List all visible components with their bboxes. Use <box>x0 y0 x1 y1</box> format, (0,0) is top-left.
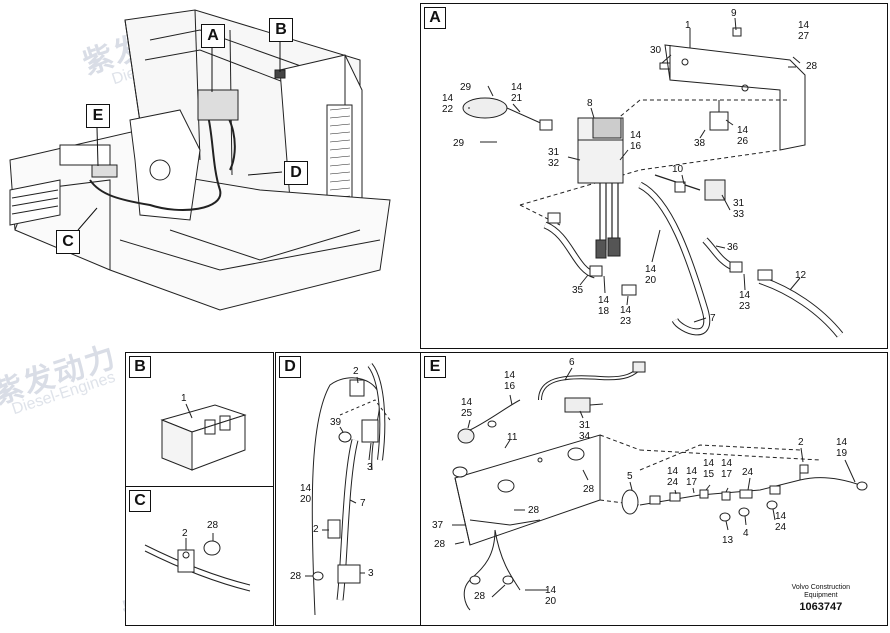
label-E-14-16: 14 16 <box>504 370 516 392</box>
panel-C-tag: C <box>129 490 151 512</box>
label-A-14-18: 14 18 <box>598 295 610 317</box>
brand-line-2: Equipment <box>804 592 838 599</box>
label-D-39: 39 <box>330 417 342 428</box>
label-E-24: 24 <box>742 467 754 478</box>
label-A-14-23b: 14 23 <box>739 290 751 312</box>
drawing-number: 1063747 <box>799 601 843 613</box>
callout-A[interactable]: A <box>201 24 225 48</box>
label-E-14-17a: 14 17 <box>686 466 698 488</box>
label-A-8: 8 <box>587 98 593 109</box>
label-A-14-21: 14 21 <box>511 82 523 104</box>
label-A-14-22: 14 22 <box>442 93 454 115</box>
label-A-35: 35 <box>572 285 584 296</box>
callout-D[interactable]: D <box>284 161 308 185</box>
callout-C[interactable]: C <box>56 230 80 254</box>
label-E-28b: 28 <box>434 539 446 550</box>
label-A-7: 7 <box>710 313 716 324</box>
label-E-14-19: 14 19 <box>836 437 848 459</box>
label-A-14-20: 14 20 <box>645 264 657 286</box>
label-A-14-26: 14 26 <box>737 125 749 147</box>
label-E-14-24b: 14 24 <box>775 511 787 533</box>
label-E-28d: 28 <box>474 591 486 602</box>
machine-overview-drawing <box>9 9 391 311</box>
label-C-28: 28 <box>207 520 219 531</box>
label-A-9: 9 <box>731 8 737 19</box>
label-E-6: 6 <box>569 357 575 368</box>
label-A-29b: 29 <box>453 138 465 149</box>
label-A-30: 30 <box>650 45 662 56</box>
label-C-2: 2 <box>182 528 188 539</box>
brand-line-1: Volvo Construction <box>791 584 850 591</box>
callout-B[interactable]: B <box>269 18 293 42</box>
label-A-38: 38 <box>694 138 706 149</box>
label-E-31-34: 31 34 <box>579 420 591 442</box>
label-E-11: 11 <box>507 432 518 443</box>
label-E-14-15: 14 15 <box>703 458 715 480</box>
label-E-13: 13 <box>722 535 734 546</box>
label-E-14-20: 14 20 <box>545 585 557 607</box>
panel-A: A <box>420 3 888 349</box>
label-E-14-24a: 14 24 <box>667 466 679 488</box>
label-A-10: 10 <box>672 164 684 175</box>
label-A-14-27: 14 27 <box>798 20 810 42</box>
label-D-28: 28 <box>290 571 302 582</box>
label-E-5: 5 <box>627 471 633 482</box>
label-D-7: 7 <box>360 498 366 509</box>
label-A-14-23a: 14 23 <box>620 305 632 327</box>
label-A-14-16: 14 16 <box>630 130 642 152</box>
label-A-29a: 29 <box>460 82 472 93</box>
label-E-28c: 28 <box>528 505 540 516</box>
label-A-36: 36 <box>727 242 739 253</box>
label-A-12: 12 <box>795 270 807 281</box>
label-D-2b: 2 <box>313 524 319 535</box>
panel-E-tag: E <box>424 356 446 378</box>
label-D-3b: 3 <box>368 568 374 579</box>
callout-E[interactable]: E <box>86 104 110 128</box>
label-D-2a: 2 <box>353 366 359 377</box>
label-E-14-25: 14 25 <box>461 397 473 419</box>
label-B-1: 1 <box>181 393 187 404</box>
panel-C: C <box>125 486 274 626</box>
label-A-1: 1 <box>685 20 691 31</box>
label-E-28a: 28 <box>583 484 595 495</box>
drawing-footer: Volvo Construction Equipment 1063747 <box>792 584 850 614</box>
label-A-31-33: 31 33 <box>733 198 745 220</box>
label-A-31-32: 31 32 <box>548 147 560 169</box>
panel-A-tag: A <box>424 7 446 29</box>
label-E-37: 37 <box>432 520 444 531</box>
label-D-14-20: 14 20 <box>300 483 312 505</box>
panel-B-tag: B <box>129 356 151 378</box>
label-E-14-17b: 14 17 <box>721 458 733 480</box>
panel-D-tag: D <box>279 356 301 378</box>
label-A-28: 28 <box>806 61 818 72</box>
label-E-4: 4 <box>743 528 749 539</box>
label-E-2: 2 <box>798 437 804 448</box>
label-D-3a: 3 <box>367 462 373 473</box>
